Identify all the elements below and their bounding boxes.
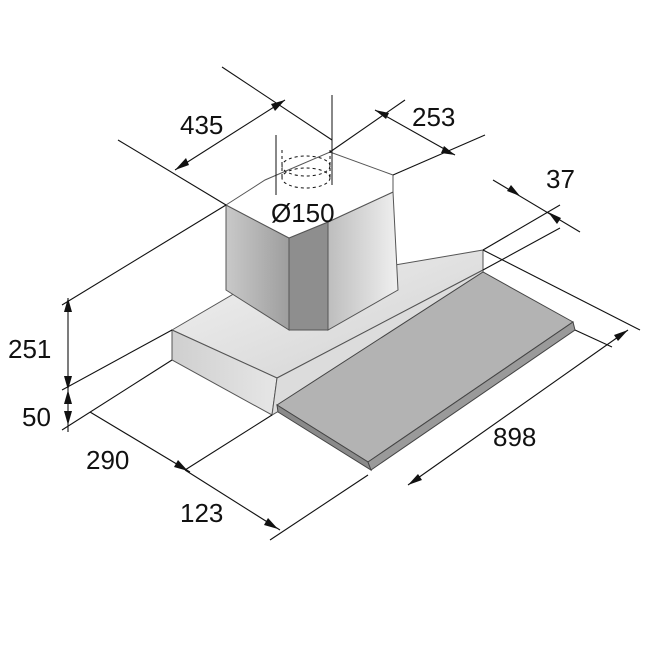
label-duct-diameter: Ø150 <box>271 198 335 228</box>
dimension-lines <box>61 66 641 541</box>
dimension-labels: 435 253 Ø150 37 251 50 290 123 898 <box>8 102 575 528</box>
label-width-top: 435 <box>180 110 223 140</box>
label-total-width: 898 <box>493 422 536 452</box>
label-depth-front: 123 <box>180 498 223 528</box>
label-depth-base: 290 <box>86 445 129 475</box>
label-depth-chimney: 253 <box>412 102 455 132</box>
label-height-base: 50 <box>22 402 51 432</box>
label-panel-thickness: 37 <box>546 164 575 194</box>
chimney-front-face <box>288 221 329 331</box>
label-height-body: 251 <box>8 334 51 364</box>
hood-body <box>170 151 576 472</box>
